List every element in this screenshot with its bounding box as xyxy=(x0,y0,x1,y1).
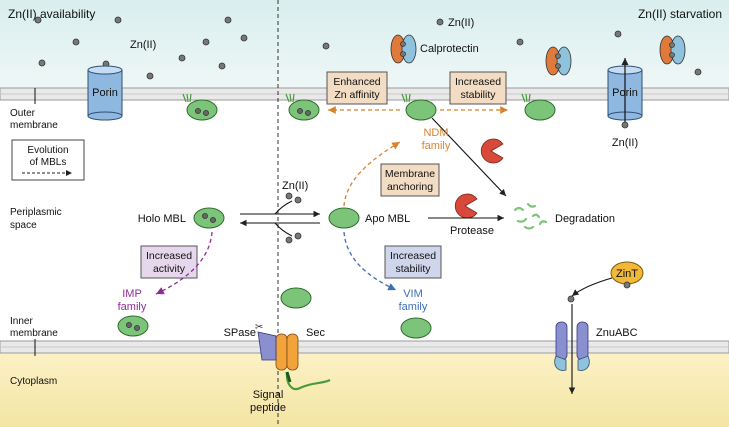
imp-family-label-2: family xyxy=(118,301,147,313)
imp-family-label-1: IMP xyxy=(122,288,142,300)
ndm-family-label-2: family xyxy=(422,140,451,152)
degradation-fragments-icon xyxy=(513,202,548,230)
mbl-lipoprotein-1 xyxy=(182,93,218,121)
inner-membrane xyxy=(0,340,729,354)
inner-membrane-label-1: Inner xyxy=(10,316,33,327)
zint-icon xyxy=(610,261,644,289)
svg-text:activity: activity xyxy=(153,263,186,275)
periplasmic-label-1: Periplasmic xyxy=(10,207,62,218)
legend-box: Evolution of MBLs xyxy=(11,139,85,181)
outer-membrane-label-2: membrane xyxy=(10,120,58,131)
zinc-ions-released xyxy=(285,192,302,244)
vim-mbl-icon xyxy=(400,317,432,339)
protease-label: Protease xyxy=(450,225,494,237)
znt-label: ZinT xyxy=(616,268,638,280)
zinc-ions xyxy=(34,16,702,80)
holo-mbl-icon xyxy=(193,207,225,229)
spase-icon: ✂ xyxy=(255,322,277,361)
mbl-lipoprotein-3 xyxy=(401,93,437,121)
protease-icon-2 xyxy=(454,193,478,219)
sec-label: Sec xyxy=(306,327,325,339)
svg-text:stability: stability xyxy=(460,89,496,101)
outer-membrane-label-1: Outer xyxy=(10,108,36,119)
calprotectin-icon-3 xyxy=(659,35,686,65)
svg-text:Increased: Increased xyxy=(455,76,501,88)
apo-mbl-icon xyxy=(328,207,360,229)
degradation-label: Degradation xyxy=(555,213,615,225)
znuabc-label: ZnuABC xyxy=(596,327,638,339)
mbl-lipoprotein-4 xyxy=(521,93,556,121)
cytoplasm-label: Cytoplasm xyxy=(10,376,57,387)
zn-availability-label: Zn(II) availability xyxy=(8,7,95,21)
zn-label-top: Zn(II) xyxy=(448,17,474,29)
znuabc-transporter-icon xyxy=(554,304,590,394)
ndm-family-label-1: NDM xyxy=(423,127,448,139)
svg-text:Enhanced: Enhanced xyxy=(333,76,380,88)
svg-text:Membrane: Membrane xyxy=(385,168,435,180)
nascent-mbl-icon xyxy=(280,287,312,309)
calprotectin-icon xyxy=(390,34,417,64)
signal-peptide-icon xyxy=(285,371,331,391)
calprotectin-label: Calprotectin xyxy=(420,43,479,55)
legend-line2: of MBLs xyxy=(30,157,67,168)
membrane-anchoring-box: Membrane anchoring xyxy=(380,163,440,197)
cytoplasm-region xyxy=(0,352,729,427)
porin-right-icon xyxy=(607,58,643,129)
svg-text:stability: stability xyxy=(395,263,431,275)
svg-text:Increased: Increased xyxy=(146,250,192,262)
svg-text:✂: ✂ xyxy=(255,322,263,333)
protease-icon-1 xyxy=(480,138,504,164)
porin-left-icon xyxy=(87,65,123,121)
increased-stability-low-box: Increased stability xyxy=(384,245,442,279)
svg-text:Increased: Increased xyxy=(390,250,436,262)
porin-left-label: Porin xyxy=(92,87,118,99)
increased-activity-box: Increased activity xyxy=(140,245,198,279)
imp-mbl-icon xyxy=(117,315,149,337)
increased-stability-top-box: Increased stability xyxy=(449,71,507,105)
sec-translocon-icon xyxy=(275,333,299,371)
svg-text:Zn affinity: Zn affinity xyxy=(334,89,380,101)
holo-mbl-label: Holo MBL xyxy=(138,213,186,225)
porin-right-label: Porin xyxy=(612,87,638,99)
legend-line1: Evolution xyxy=(27,145,68,156)
signal-label-1: Signal xyxy=(253,389,284,401)
periplasmic-label-2: space xyxy=(10,220,37,231)
apo-mbl-label: Apo MBL xyxy=(365,213,410,225)
enhanced-zn-affinity-box: Enhanced Zn affinity xyxy=(326,71,388,105)
zn-label-left: Zn(II) xyxy=(130,39,156,51)
mbl-lipoprotein-2 xyxy=(285,93,320,121)
zn-starvation-label: Zn(II) starvation xyxy=(638,7,722,21)
spase-label: SPase xyxy=(224,327,256,339)
svg-text:anchoring: anchoring xyxy=(387,181,433,193)
signal-label-2: peptide xyxy=(250,402,286,414)
vim-family-label-2: family xyxy=(399,301,428,313)
inner-membrane-label-2: membrane xyxy=(10,328,58,339)
zn-porin-right-label: Zn(II) xyxy=(612,137,638,149)
calprotectin-icon-2 xyxy=(545,46,572,76)
vim-family-label-1: VIM xyxy=(403,288,423,300)
zn-label-mid: Zn(II) xyxy=(282,180,308,192)
